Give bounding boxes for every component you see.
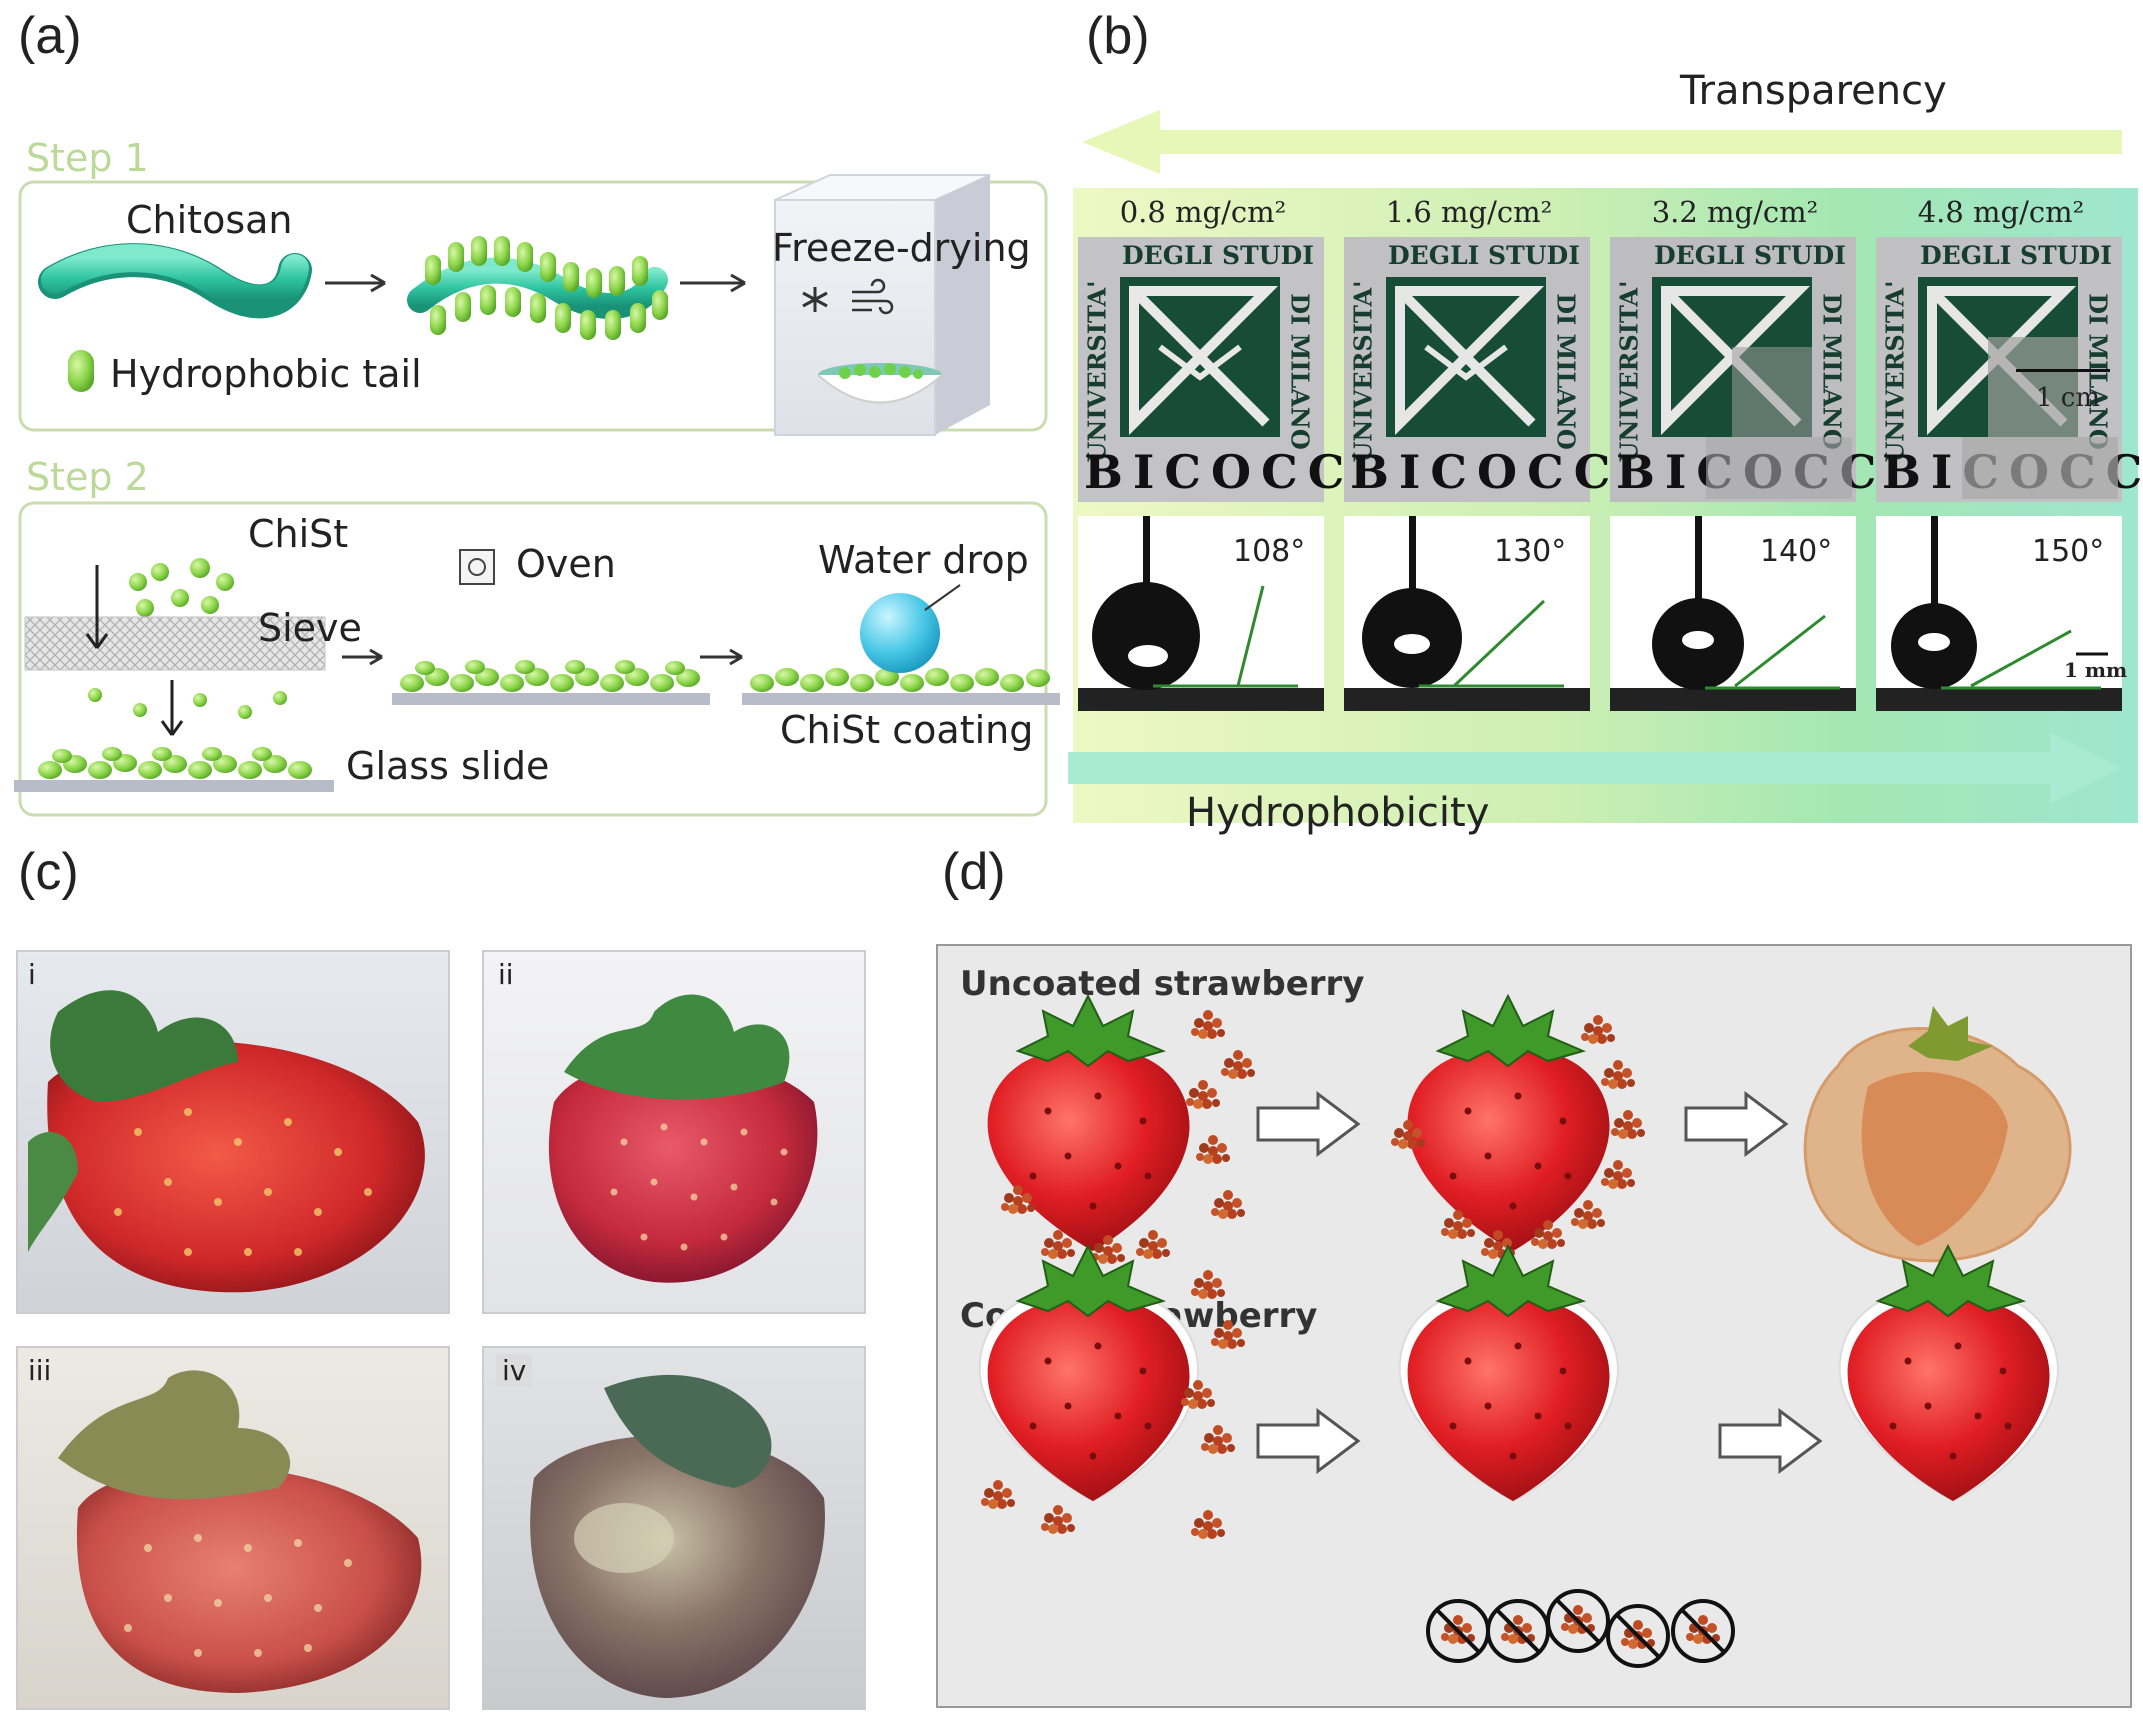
hydrophobic-tail-label: Hydrophobic tail: [110, 352, 422, 396]
panel-label-d: (d): [942, 843, 1006, 901]
photo-iii: iii: [16, 1346, 450, 1710]
oven-icon: [459, 549, 495, 585]
chist-label: ChiSt: [248, 512, 349, 556]
step1-title: Step 1: [26, 136, 149, 180]
water-drop: [860, 593, 940, 673]
photo-label-ii: ii: [498, 958, 514, 991]
logo-top-text-4: DEGLI STUDI: [1920, 241, 2112, 270]
sample-column-3: 3.2 mg/cm² DEGLI STUDI UNIVERSITA' DI MI…: [1610, 195, 1922, 711]
loading-label-1: 0.8 mg/cm²: [1119, 195, 1287, 229]
freeze-drying-label: Freeze-drying: [772, 226, 1031, 270]
sample-column-1: 0.8 mg/cm² DEGLI STUDI UNIVERSITA' DI MI…: [1078, 195, 1390, 711]
sample-column-2: 1.6 mg/cm² DEGLI STUDI UNIVERSITA' DI MI…: [1344, 195, 1656, 711]
panel-d-frame: Uncoated strawberry Coated strawberry: [936, 944, 2132, 1708]
grafted-tails: [425, 236, 668, 340]
logo-mark-4: [1918, 277, 2078, 437]
glass-slide-label: Glass slide: [346, 744, 550, 788]
step2-title: Step 2: [26, 455, 149, 499]
loading-label-4: 4.8 mg/cm²: [1917, 195, 2085, 229]
scale-label-mm: 1 mm: [2064, 658, 2128, 682]
water-drop-label: Water drop: [818, 538, 1029, 582]
logo-mark-2: [1386, 277, 1546, 437]
photo-label-iii: iii: [28, 1354, 52, 1387]
logo-top-text-3: DEGLI STUDI: [1654, 241, 1846, 270]
hydrophobic-tail-bead: [68, 350, 94, 392]
contact-angle-photo-4: 150° 1 mm: [1876, 516, 2127, 711]
uncoated-title: Uncoated strawberry: [960, 964, 1365, 1004]
contact-angle-3: 140°: [1760, 534, 1833, 569]
photo-label-i: i: [28, 958, 36, 991]
panel-label-a: (a): [18, 7, 82, 65]
panel-label-c: (c): [18, 843, 79, 901]
glass-slide-1: [14, 780, 334, 792]
hydrophobicity-label: Hydrophobicity: [1186, 790, 1490, 836]
wind-icon: [852, 278, 894, 315]
photo-ii: ii: [482, 950, 866, 1314]
logo-top-text-1: DEGLI STUDI: [1122, 241, 1314, 270]
sieve-label: Sieve: [258, 606, 362, 650]
photo-i: i: [16, 950, 450, 1314]
samples-row: 0.8 mg/cm² DEGLI STUDI UNIVERSITA' DI MI…: [1060, 100, 2143, 840]
step1-box: [18, 180, 1048, 432]
contact-angle-photo-3: 140°: [1610, 516, 1856, 711]
contact-angle-photo-2: 130°: [1344, 516, 1590, 711]
glass-slide-2: [392, 693, 710, 705]
logo-bottom-text-1: BICOCCA: [1084, 445, 1400, 499]
logo-right-text-1: DI MILANO: [1285, 293, 1315, 450]
photo-iv: iv: [482, 1346, 866, 1710]
logo-mark-1: [1120, 277, 1280, 437]
logo-photo-4: DEGLI STUDI UNIVERSITA' DI MILANO BICOCC…: [1876, 237, 2143, 502]
contact-angle-photo-1: 108°: [1078, 516, 1324, 711]
logo-mark-3: [1652, 277, 1812, 437]
snowflake-icon: [802, 287, 828, 312]
hydrophobicity-arrow: [1068, 732, 2122, 804]
transparency-label: Transparency: [1680, 68, 1947, 114]
scale-label-cm: 1 cm: [2036, 383, 2101, 413]
panel-d-diagram: [978, 995, 2072, 1668]
falling-chist-beads: [88, 558, 287, 719]
logo-bottom-text-2: BICOCCA: [1350, 445, 1666, 499]
logo-photo-3: DEGLI STUDI UNIVERSITA' DI MILANO BICOCC…: [1610, 237, 1922, 502]
panel-label-b: (b): [1086, 7, 1150, 65]
logo-right-text-2: DI MILANO: [1551, 293, 1581, 450]
photo-label-iv: iv: [496, 1354, 533, 1387]
loading-label-3: 3.2 mg/cm²: [1651, 195, 1819, 229]
logo-photo-1: DEGLI STUDI UNIVERSITA' DI MILANO BICOCC…: [1078, 237, 1390, 502]
sieve-mesh: [24, 616, 326, 671]
contact-angle-4: 150°: [2032, 534, 2105, 569]
step2-box: [18, 501, 1048, 817]
scale-bar-cm: [2016, 369, 2110, 372]
contact-angle-2: 130°: [1494, 534, 1567, 569]
chist-coating-label: ChiSt coating: [780, 708, 1034, 752]
oven-label: Oven: [516, 542, 616, 586]
transparency-arrow: [1082, 110, 2122, 174]
blocked-spores: [1426, 1589, 1735, 1668]
sample-column-4: 4.8 mg/cm² DEGLI STUDI UNIVERSITA' DI MI…: [1876, 195, 2143, 711]
glass-slide-3: [742, 693, 1060, 705]
logo-top-text-2: DEGLI STUDI: [1388, 241, 1580, 270]
panel-a-schematic: [14, 174, 1060, 817]
chitosan-label: Chitosan: [126, 198, 293, 242]
bowl: [817, 374, 943, 404]
chitosan-chain: [41, 244, 309, 314]
logo-photo-2: DEGLI STUDI UNIVERSITA' DI MILANO BICOCC…: [1344, 237, 1656, 502]
contact-angle-1: 108°: [1233, 534, 1306, 569]
grafted-chain: [407, 257, 668, 319]
loading-label-2: 1.6 mg/cm²: [1385, 195, 1553, 229]
